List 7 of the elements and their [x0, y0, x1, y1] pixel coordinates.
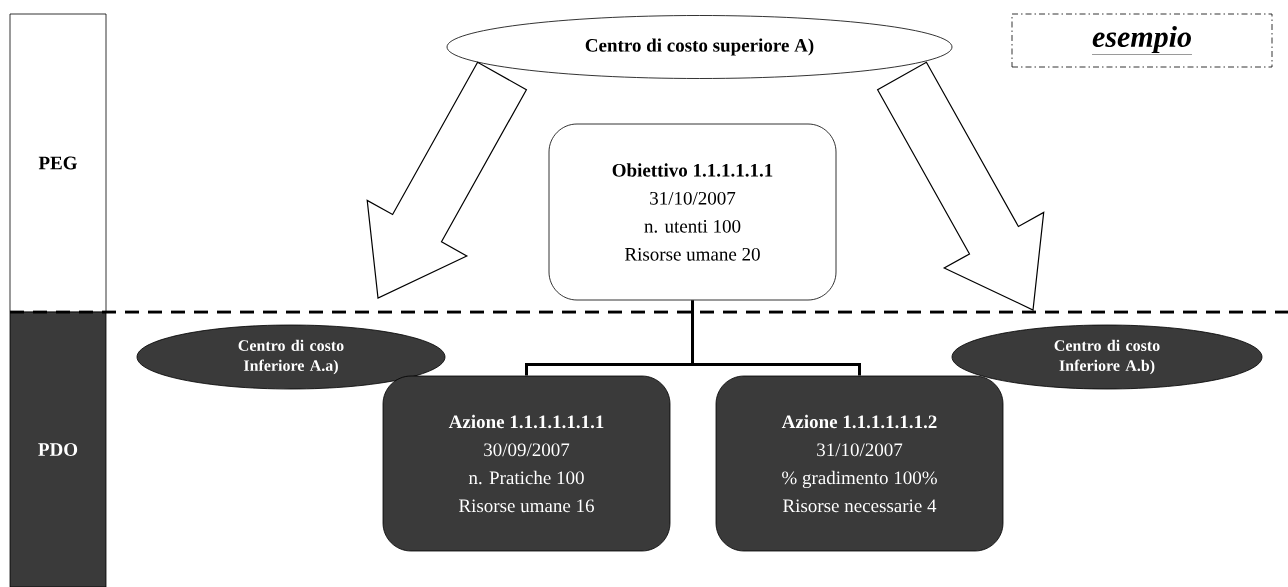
- example-tag: esempio: [1011, 13, 1273, 68]
- connector-line: [691, 300, 861, 376]
- action-box: Azione 1.1.1.1.1.1.1 30/09/2007 n. Pratiche 100 Risorse umane 16: [382, 375, 671, 552]
- section-band: PEG: [9, 13, 107, 313]
- goal-box: Obiettivo 1.1.1.1.1.1 31/10/2007 n. utenti 100 Risorse umane 20: [548, 123, 837, 301]
- action-box: Azione 1.1.1.1.1.1.2 31/10/2007 % gradimento 100% Risorse necessarie 4: [715, 375, 1004, 552]
- section-band: PDO: [9, 311, 107, 587]
